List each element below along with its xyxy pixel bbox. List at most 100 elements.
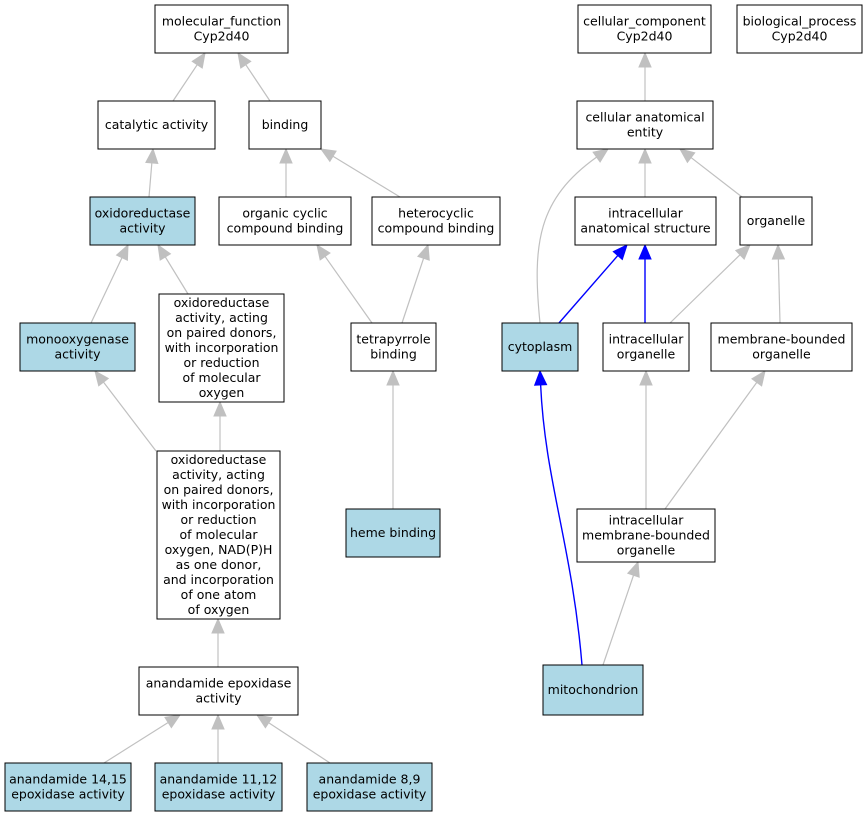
node-binding[interactable]: binding (248, 100, 322, 150)
arrowhead (751, 369, 766, 387)
edge-io-to-ias (638, 243, 652, 323)
node-label-line: of oxygen (188, 602, 250, 617)
edge-a1415-to-anan (103, 714, 182, 764)
node-box (158, 293, 285, 403)
node-label-line: organelle (752, 347, 811, 362)
node-label-line: of molecular (182, 370, 261, 385)
node-label-line: organelle (617, 543, 676, 558)
edge-line (324, 256, 373, 324)
edge-oxpaired-to-oxido (157, 243, 189, 295)
node-box (218, 196, 352, 246)
edge-anan-to-oxnadph (211, 617, 225, 667)
arrowhead (638, 51, 652, 68)
node-label-line: membrane-bounded (718, 332, 846, 347)
node-label: cytoplasm (508, 339, 573, 354)
node-cyto[interactable]: cytoplasm (501, 322, 579, 372)
edge-oxnadph-to-mono (94, 369, 157, 452)
node-label-line: oxidoreductase (171, 452, 267, 467)
node-label-line: of molecular (179, 527, 258, 542)
node-box (306, 762, 433, 812)
node-catalytic[interactable]: catalytic activity (97, 100, 216, 150)
arrowhead (612, 244, 628, 261)
arrowhead (639, 369, 653, 386)
edge-cae-to-cc (638, 51, 652, 101)
node-label-line: cellular_component (583, 14, 706, 29)
node-label: heme binding (350, 525, 436, 540)
node-label-line: intracellular (609, 332, 685, 347)
arrowhead (211, 713, 225, 730)
node-label: mitochondrion (548, 682, 639, 697)
arrowhead (319, 148, 337, 163)
node-label-line: or reduction (184, 355, 260, 370)
node-label-line: with incorporation (162, 497, 276, 512)
node-label-line: heme binding (350, 525, 436, 540)
arrowhead (734, 244, 751, 260)
edge-line (103, 381, 157, 452)
node-organelle[interactable]: organelle (739, 196, 813, 246)
node-box (97, 100, 216, 150)
arrowhead (638, 147, 652, 164)
node-label-line: compound binding (378, 221, 495, 236)
node-label-line: mitochondrion (548, 682, 639, 697)
arrowhead (316, 243, 331, 261)
node-box (154, 762, 283, 812)
edge-heme-to-tetra (386, 369, 400, 509)
node-label-line: entity (627, 125, 664, 140)
node-label-line: oxygen (199, 385, 245, 400)
node-label-line: intracellular (609, 513, 685, 528)
node-box (345, 508, 441, 558)
arrowhead (386, 369, 400, 386)
edge-organic-to-binding (279, 147, 293, 197)
node-label-line: anandamide epoxidase (146, 676, 292, 691)
edge-line (245, 64, 271, 102)
edge-layer (90, 51, 786, 764)
node-label-line: activity, acting (172, 467, 265, 482)
node-label-line: oxygen, NAD(P)H (165, 542, 273, 557)
node-label-line: activity (195, 691, 242, 706)
node-box (576, 508, 716, 563)
node-label-line: binding (370, 347, 417, 362)
node-box (248, 100, 322, 150)
node-box (576, 100, 714, 150)
node-label-line: of one atom (181, 587, 257, 602)
edge-line (536, 156, 597, 324)
node-label-line: molecular_function (162, 14, 281, 29)
edge-tetra-to-organic (316, 243, 373, 324)
node-label-line: cytoplasm (508, 339, 573, 354)
arrowhead (213, 400, 227, 417)
node-label-line: and incorporation (163, 572, 274, 587)
edge-oxnadph-to-oxpaired (213, 400, 227, 451)
node-heme[interactable]: heme binding (345, 508, 441, 558)
arrowhead (592, 148, 610, 163)
node-label-line: on paired donors, (167, 325, 277, 340)
node-box (19, 322, 136, 372)
node-mito[interactable]: mitochondrion (542, 664, 644, 716)
